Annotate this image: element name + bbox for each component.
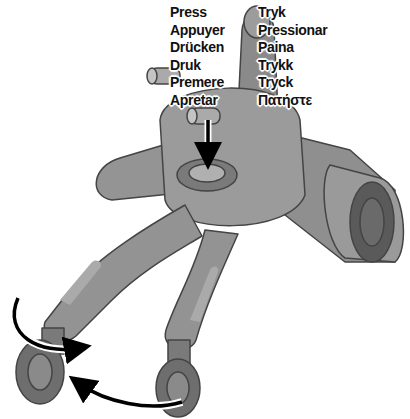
instruction-word: Drücken bbox=[170, 39, 224, 55]
instruction-word: Tryck bbox=[258, 74, 293, 90]
instruction-word: Appuyer bbox=[170, 22, 225, 38]
instruction-word: Tryk bbox=[258, 4, 286, 20]
instruction-word: Apretar bbox=[170, 92, 218, 108]
instruction-word: Trykk bbox=[258, 57, 293, 73]
instruction-word: Druk bbox=[170, 57, 201, 73]
instruction-word: Press bbox=[170, 4, 207, 20]
instruction-word: Πατήστε bbox=[258, 92, 312, 108]
instruction-word: Paina bbox=[258, 39, 294, 55]
instruction-word: Premere bbox=[170, 74, 224, 90]
instruction-word: Pressionar bbox=[258, 22, 327, 38]
